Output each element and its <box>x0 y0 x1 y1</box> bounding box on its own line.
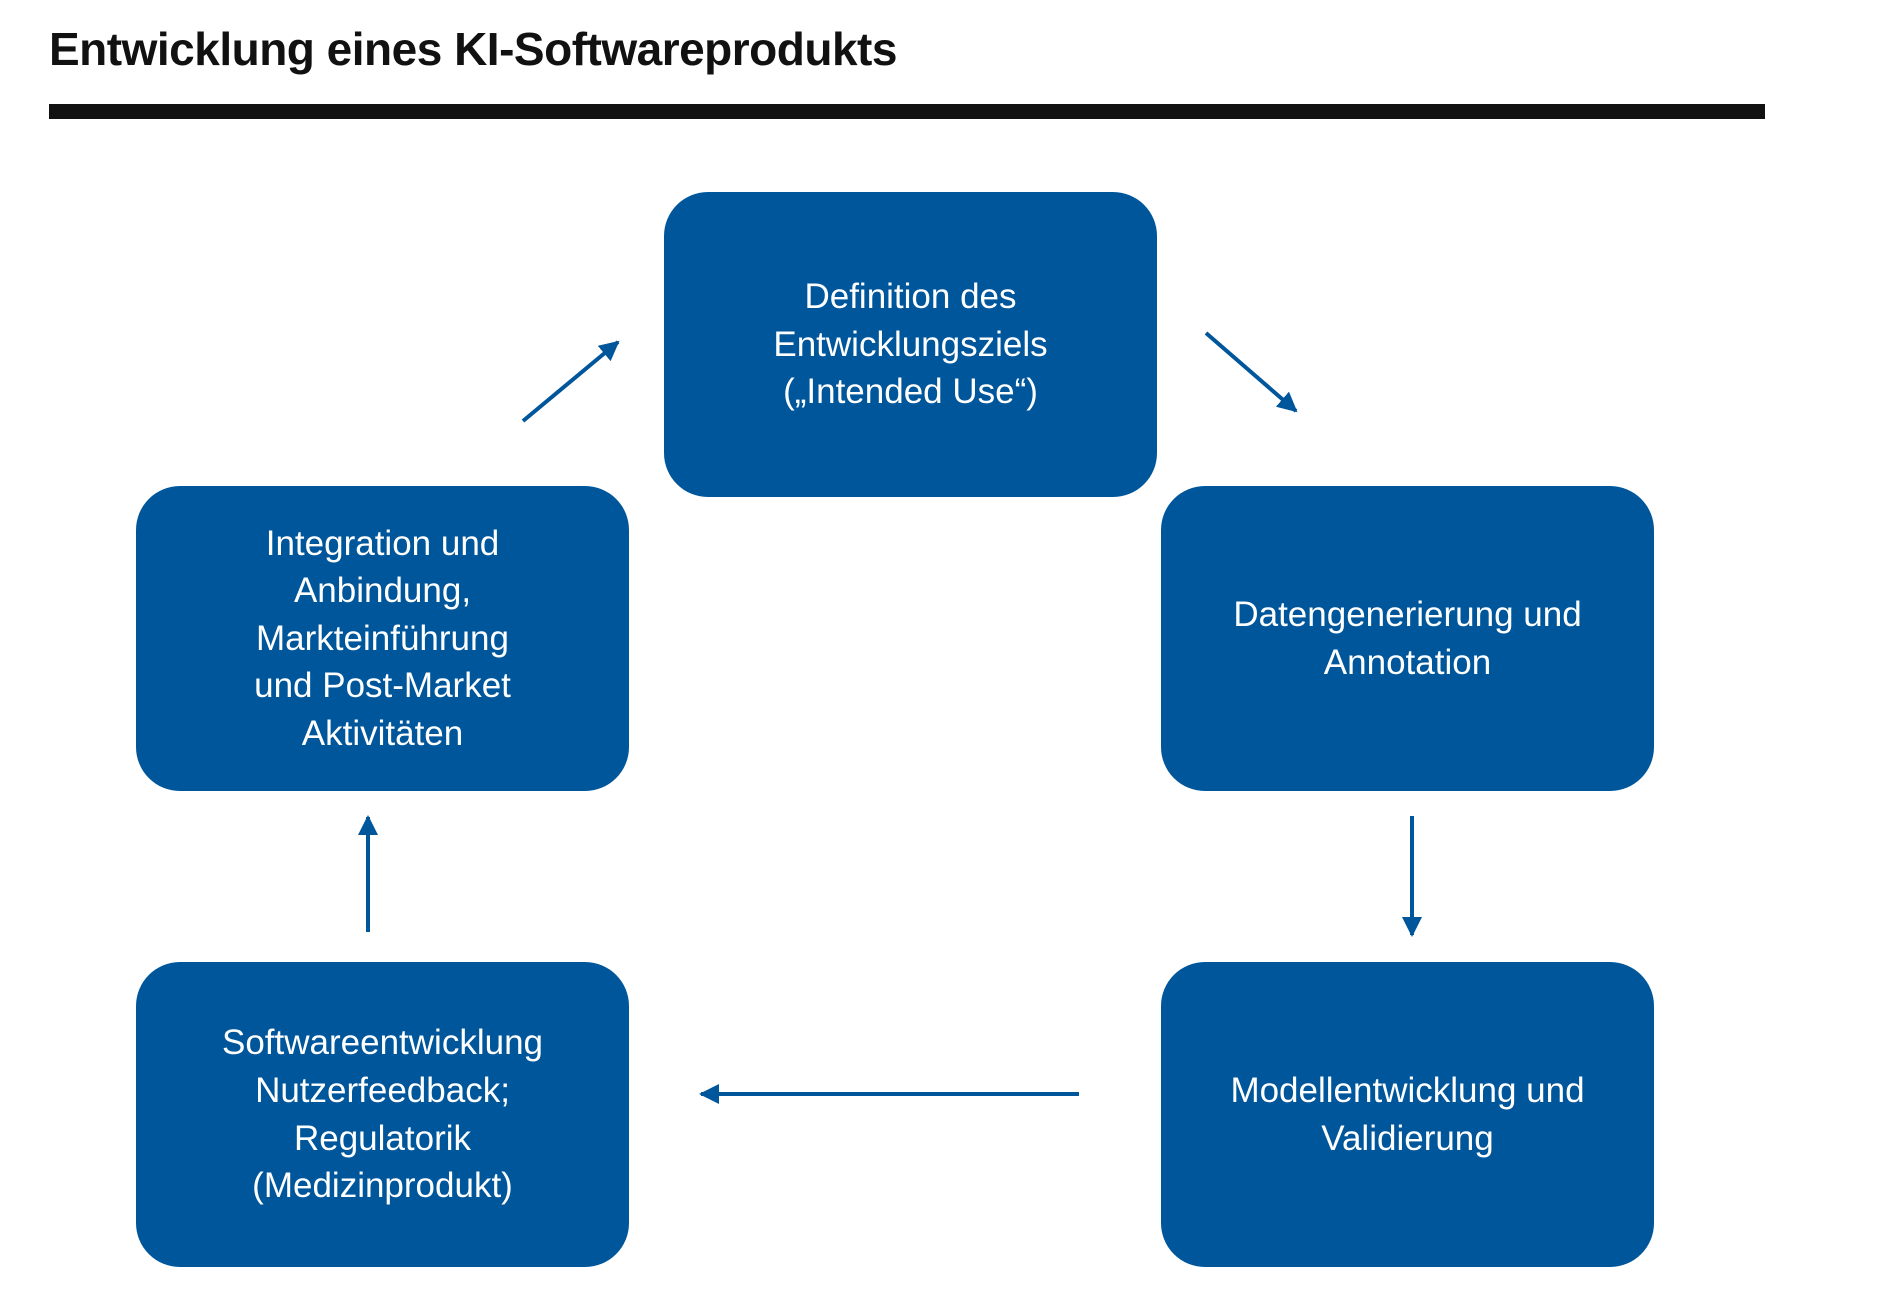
title-rule <box>49 104 1765 119</box>
arrow-integration-to-definition <box>521 340 620 423</box>
step-box-definition: Definition des Entwicklungsziels („Inten… <box>664 192 1157 497</box>
step-box-data-generation: Datengenerierung und Annotation <box>1161 486 1654 791</box>
arrow-definition-to-data <box>1204 331 1298 413</box>
step-box-model-development: Modellentwicklung und Validierung <box>1161 962 1654 1267</box>
step-box-integration: Integration und Anbindung, Markteinführu… <box>136 486 629 791</box>
diagram-title: Entwicklung eines KI-Softwareprodukts <box>49 23 897 75</box>
step-box-software-development: Softwareentwicklung Nutzerfeedback; Regu… <box>136 962 629 1267</box>
